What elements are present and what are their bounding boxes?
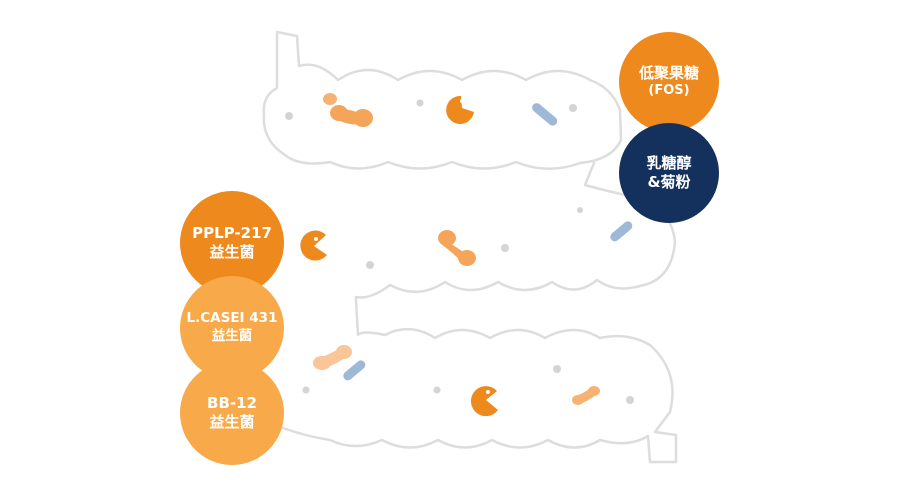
badge-subtitle: (FOS) <box>648 83 690 99</box>
fos-prebiotic-badge: 低聚果糖 (FOS) <box>619 32 719 132</box>
gray-dot-icon <box>366 261 374 269</box>
gray-dot-icon <box>501 244 509 252</box>
badge-title: L.CASEI 431 <box>186 310 278 327</box>
badge-title: 低聚果糖 <box>638 63 699 82</box>
gray-dot-icon <box>302 386 310 394</box>
gray-dot-icon <box>569 104 577 112</box>
badge-subtitle: 益生菌 <box>211 328 253 344</box>
fos-molecule-icon <box>323 93 373 127</box>
gray-dot-icon <box>416 99 424 107</box>
fos-molecule-icon <box>572 386 600 405</box>
badge-subtitle: 益生菌 <box>209 413 255 431</box>
badge-subtitle: 益生菌 <box>209 243 255 261</box>
pacman-bacteria-icon <box>470 386 498 417</box>
blue-capsule-icon <box>532 103 558 126</box>
intestine-outline <box>281 161 678 464</box>
fos-molecule-icon <box>313 345 352 370</box>
badge-title: PPLP-217 <box>192 223 272 242</box>
lactitol-inulin-badge: 乳糖醇 &菊粉 <box>619 123 719 223</box>
pacman-bacteria-icon <box>300 230 327 261</box>
blue-capsule-icon <box>610 221 633 242</box>
blue-capsule-icon <box>343 360 366 381</box>
bb-12-probiotic-badge: BB-12 益生菌 <box>180 361 284 465</box>
badge-title: BB-12 <box>207 393 257 412</box>
pacman-bacteria-icon <box>446 95 474 124</box>
gray-dot-icon <box>553 365 561 373</box>
fos-molecule-icon <box>438 230 476 266</box>
badge-title: 乳糖醇 <box>646 153 692 172</box>
gray-dot-icon <box>577 207 583 213</box>
intestine-outline <box>262 30 623 170</box>
gray-dot-icon <box>626 396 634 404</box>
pplp-217-probiotic-badge: PPLP-217 益生菌 <box>180 191 284 295</box>
badge-subtitle: &菊粉 <box>647 173 691 191</box>
gray-dot-icon <box>285 112 293 120</box>
gray-dot-icon <box>433 386 441 394</box>
